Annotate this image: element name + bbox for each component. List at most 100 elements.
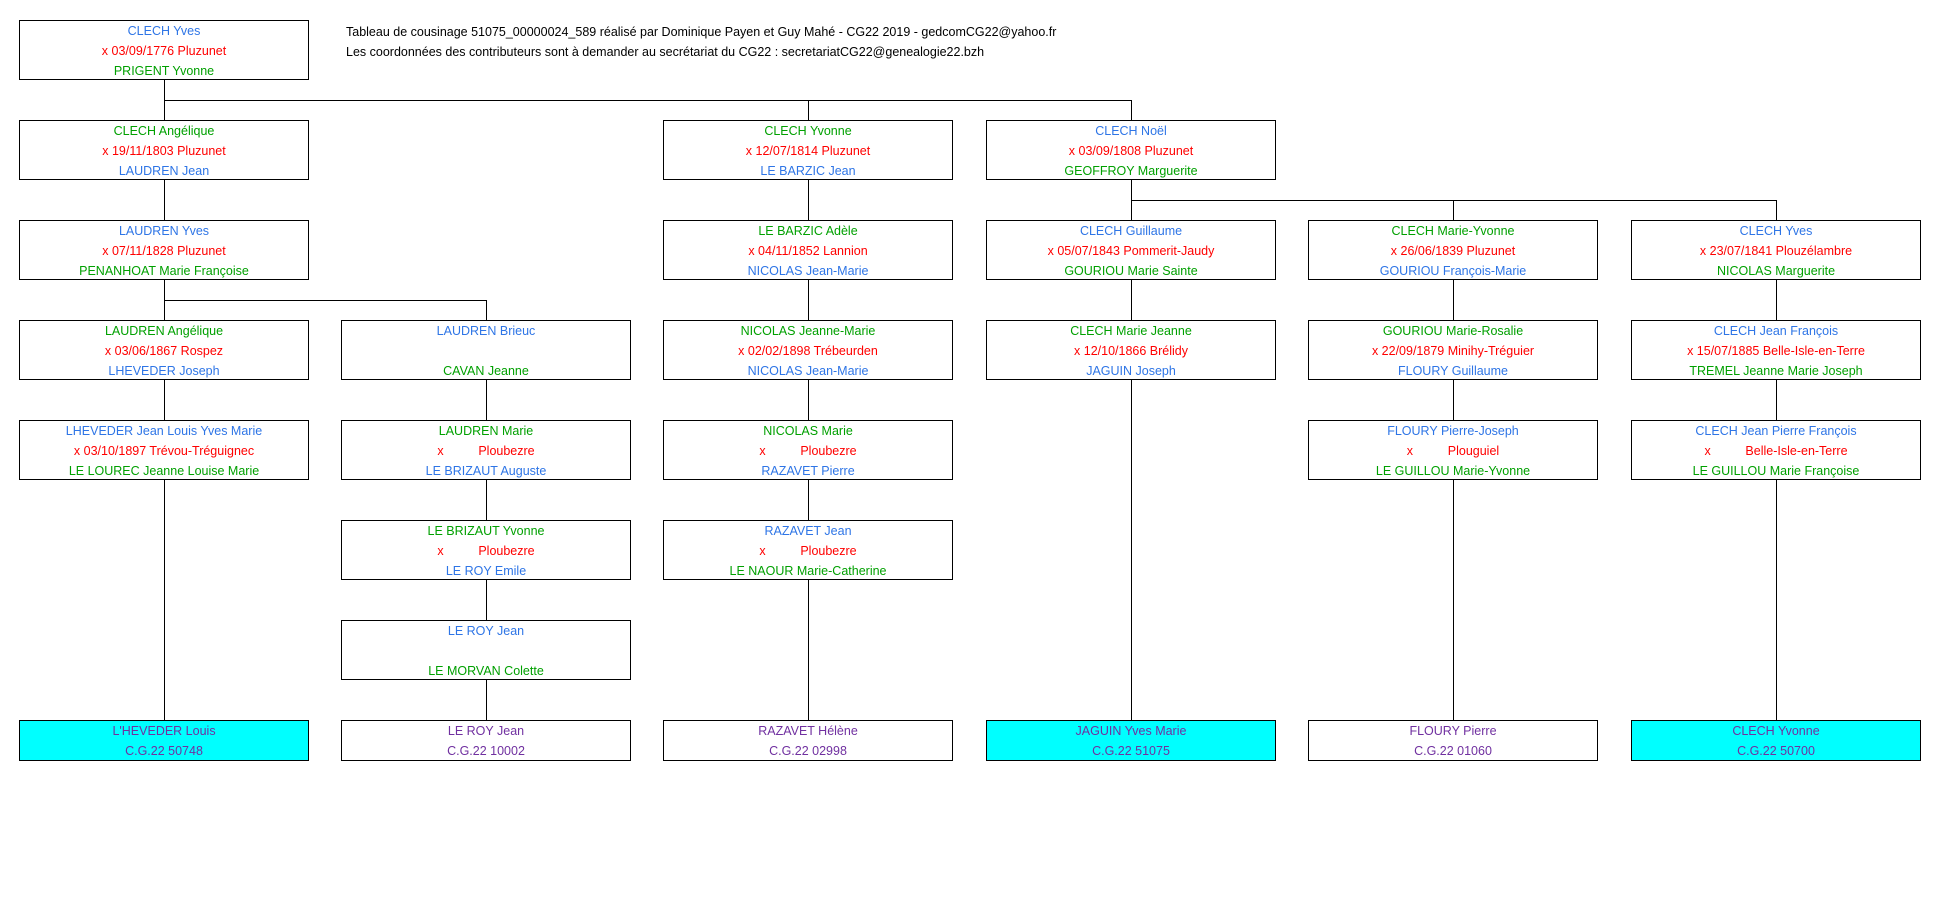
spouse-name: LHEVEDER Joseph (108, 364, 220, 378)
couple-box: LE ROY Jean LE MORVAN Colette (341, 620, 631, 680)
person-name: CLECH Noël (1095, 124, 1167, 138)
person-name: LAUDREN Marie (438, 424, 534, 438)
connector (808, 480, 809, 520)
descendant-name: RAZAVET Hélène (758, 724, 858, 738)
couple-box: NICOLAS Jeanne-Marie x 02/02/1898 Trébeu… (663, 320, 953, 380)
spouse-name: GEOFFROY Marguerite (1064, 164, 1198, 178)
marriage-info: x 19/11/1803 Pluzunet (102, 144, 226, 158)
spouse-name: LE BARZIC Jean (760, 164, 856, 178)
person-name: CLECH Jean Pierre François (1695, 424, 1857, 438)
connector (808, 100, 809, 120)
connector (486, 580, 487, 620)
spouse-name: LE MORVAN Colette (428, 664, 544, 678)
marriage-info: x 26/06/1839 Pluzunet (1390, 244, 1516, 258)
descendant-name: JAGUIN Yves Marie (1075, 724, 1187, 738)
connector (1453, 280, 1454, 320)
marriage-info: x 04/11/1852 Lannion (748, 244, 868, 258)
person-name: NICOLAS Marie (763, 424, 853, 438)
person-name: CLECH Yves (127, 24, 201, 38)
spouse-name: GOURIOU Marie Sainte (1064, 264, 1198, 278)
connector (164, 300, 487, 301)
marriage-info: x 05/07/1843 Pommerit-Jaudy (1047, 244, 1215, 258)
connector (486, 380, 487, 420)
marriage-info: x 02/02/1898 Trébeurden (738, 344, 878, 358)
spouse-name: NICOLAS Jean-Marie (747, 264, 869, 278)
descendant-box: RAZAVET Hélène C.G.22 02998 (663, 720, 953, 761)
connector (1131, 100, 1132, 120)
couple-box: CLECH Jean Pierre François x Belle-Isle-… (1631, 420, 1921, 480)
marriage-info: x 23/07/1841 Plouzélambre (1699, 244, 1853, 258)
marriage-info: x 22/09/1879 Minihy-Tréguier (1371, 344, 1535, 358)
couple-box: LE BRIZAUT Yvonne x Ploubezre LE ROY Emi… (341, 520, 631, 580)
connector (1131, 200, 1777, 201)
descendant-name: LE ROY Jean (447, 724, 525, 738)
spouse-name: PRIGENT Yvonne (113, 64, 215, 78)
connector (164, 380, 165, 420)
person-name: RAZAVET Jean (764, 524, 852, 538)
header-title: Tableau de cousinage 51075_00000024_589 … (346, 25, 1057, 39)
member-code: C.G.22 10002 (447, 744, 525, 758)
spouse-name: PENANHOAT Marie Françoise (79, 264, 249, 278)
couple-box: CLECH Marie Jeanne x 12/10/1866 Brélidy … (986, 320, 1276, 380)
person-name: CLECH Marie Jeanne (1070, 324, 1192, 338)
connector (808, 280, 809, 320)
header-contact: Les coordonnées des contributeurs sont à… (346, 45, 985, 59)
couple-box: CLECH Angélique x 19/11/1803 Pluzunet LA… (19, 120, 309, 180)
person-name: LE ROY Jean (447, 624, 525, 638)
connector (164, 480, 165, 720)
spouse-name: LE GUILLOU Marie-Yvonne (1375, 464, 1531, 478)
connector (1131, 380, 1132, 720)
descendant-box: FLOURY Pierre C.G.22 01060 (1308, 720, 1598, 761)
spouse-name: LE LOUREC Jeanne Louise Marie (68, 464, 260, 478)
couple-box: CLECH Yves x 03/09/1776 Pluzunet PRIGENT… (19, 20, 309, 80)
marriage-info: x 15/07/1885 Belle-Isle-en-Terre (1687, 344, 1865, 358)
marriage-info: x Ploubezre (437, 444, 535, 458)
marriage-info: x Ploubezre (759, 444, 857, 458)
marriage-info: x 12/07/1814 Pluzunet (745, 144, 871, 158)
connector (1453, 480, 1454, 720)
member-code: C.G.22 51075 (1092, 744, 1170, 758)
person-name: LAUDREN Yves (118, 224, 210, 238)
descendant-box: LE ROY Jean C.G.22 10002 (341, 720, 631, 761)
member-code: C.G.22 50748 (125, 744, 203, 758)
connector (808, 180, 809, 220)
connector (1776, 380, 1777, 420)
marriage-info (342, 641, 630, 661)
couple-box: NICOLAS Marie x Ploubezre RAZAVET Pierre (663, 420, 953, 480)
marriage-info: x Ploubezre (437, 544, 535, 558)
member-code: C.G.22 50700 (1737, 744, 1815, 758)
member-code: C.G.22 01060 (1414, 744, 1492, 758)
descendant-box: CLECH Yvonne C.G.22 50700 (1631, 720, 1921, 761)
person-name: LE BARZIC Adèle (758, 224, 858, 238)
couple-box: LHEVEDER Jean Louis Yves Marie x 03/10/1… (19, 420, 309, 480)
couple-box: CLECH Noël x 03/09/1808 Pluzunet GEOFFRO… (986, 120, 1276, 180)
marriage-info: x 12/10/1866 Brélidy (1074, 344, 1188, 358)
person-name: CLECH Marie-Yvonne (1391, 224, 1515, 238)
person-name: LAUDREN Brieuc (436, 324, 536, 338)
person-name: CLECH Angélique (113, 124, 215, 138)
spouse-name: CAVAN Jeanne (443, 364, 529, 378)
spouse-name: GOURIOU François-Marie (1379, 264, 1527, 278)
person-name: CLECH Yvonne (764, 124, 852, 138)
connector (486, 480, 487, 520)
connector (1776, 200, 1777, 220)
marriage-info: x 03/06/1867 Rospez (104, 344, 224, 358)
person-name: LAUDREN Angélique (104, 324, 224, 338)
spouse-name: JAGUIN Joseph (1086, 364, 1176, 378)
descendant-name: L'HEVEDER Louis (112, 724, 216, 738)
spouse-name: LAUDREN Jean (118, 164, 210, 178)
couple-box: LAUDREN Brieuc CAVAN Jeanne (341, 320, 631, 380)
person-name: FLOURY Pierre-Joseph (1387, 424, 1519, 438)
couple-box: LAUDREN Marie x Ploubezre LE BRIZAUT Aug… (341, 420, 631, 480)
spouse-name: NICOLAS Jean-Marie (747, 364, 869, 378)
spouse-name: LE BRIZAUT Auguste (425, 464, 547, 478)
couple-box: CLECH Jean François x 15/07/1885 Belle-I… (1631, 320, 1921, 380)
chart-header: Tableau de cousinage 51075_00000024_589 … (346, 22, 1056, 62)
member-code: C.G.22 02998 (769, 744, 847, 758)
couple-box: RAZAVET Jean x Ploubezre LE NAOUR Marie-… (663, 520, 953, 580)
connector (486, 680, 487, 720)
person-name: CLECH Yves (1739, 224, 1813, 238)
couple-box: CLECH Guillaume x 05/07/1843 Pommerit-Ja… (986, 220, 1276, 280)
marriage-info: x Belle-Isle-en-Terre (1704, 444, 1848, 458)
descendant-box: JAGUIN Yves Marie C.G.22 51075 (986, 720, 1276, 761)
